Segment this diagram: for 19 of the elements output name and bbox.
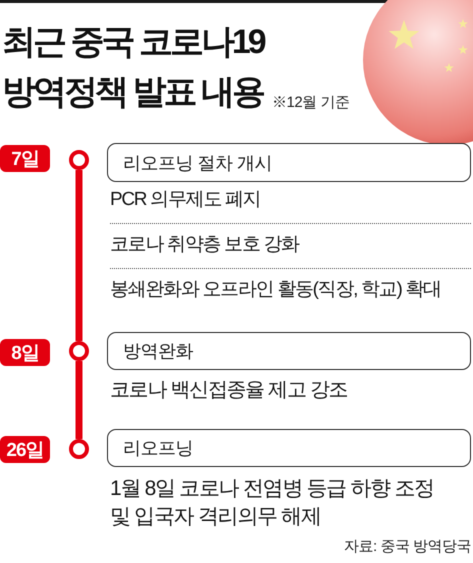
timeline-line (76, 361, 82, 439)
timeline-dot (69, 341, 89, 361)
date-badge: 26일 (0, 436, 50, 463)
event-box: 리오프닝 (107, 429, 471, 467)
timeline-line (76, 170, 82, 341)
timeline-dot (69, 150, 89, 170)
item-text: 1월 8일 코로나 전염병 등급 하향 조정 및 입국자 격리의무 해제 (110, 476, 435, 530)
item-text: 코로나 취약층 보호 강화 (110, 233, 300, 257)
timeline-dot (69, 439, 89, 459)
title: 최근 중국 코로나19 방역정책 발표 내용 (2, 22, 266, 113)
item-text: 코로나 백신접종율 제고 강조 (110, 378, 348, 403)
item-text: PCR 의무제도 폐지 (110, 188, 262, 212)
source-text: 자료: 중국 방역당국 (344, 537, 471, 556)
date-badge: 7일 (0, 145, 50, 172)
event-box: 방역완화 (107, 332, 471, 370)
item-text: 봉쇄완화와 오프라인 활동(직장, 학교) 확대 (110, 278, 442, 302)
event-box: 리오프닝 절차 개시 (107, 143, 471, 182)
date-badge: 8일 (0, 339, 50, 366)
note-text: ※12월 기준 (272, 93, 350, 112)
